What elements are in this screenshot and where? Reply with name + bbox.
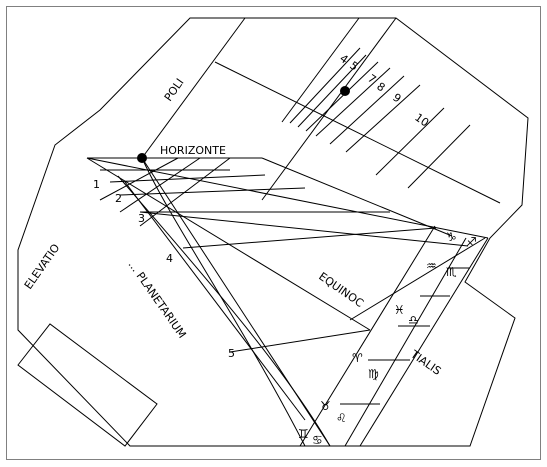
side-number: 5 <box>228 347 235 360</box>
gemini-sign: ♊ <box>298 427 309 441</box>
side-number: 4 <box>166 252 173 265</box>
cancer-sign: ♋ <box>312 433 323 447</box>
strip-edge-line <box>281 17 360 123</box>
side-number: 1 <box>93 178 100 191</box>
zodiac-columns <box>299 225 489 447</box>
pole-axis-line <box>141 17 246 159</box>
aries-sign: ♈ <box>352 351 363 365</box>
sagittarius-sign: ♐ <box>466 235 477 249</box>
horizonte-label: HORIZONTE <box>160 144 226 157</box>
hour-lines <box>289 47 471 189</box>
pisces-sign: ♓ <box>394 303 405 317</box>
pole-strip-line <box>214 61 501 204</box>
bottom-left-panel <box>17 323 158 447</box>
libra-sign: ♎ <box>408 313 419 327</box>
horizon-grid <box>86 157 489 447</box>
aquarius-sign: ♒ <box>426 259 437 273</box>
zodiac-signs: ♑ ♐ ♒ ♏ ♓ ♎ ♈ ♍ ♉ ♌ ♊ ♋ <box>298 230 477 447</box>
taurus-sign: ♉ <box>320 399 331 413</box>
outer-border <box>6 6 541 460</box>
cutout-outline <box>17 17 529 447</box>
side-number: 3 <box>138 212 145 225</box>
pole-dot <box>340 86 350 96</box>
virgo-sign: ♍ <box>368 367 379 381</box>
scorpio-sign: ♏ <box>446 265 457 279</box>
capricorn-sign: ♑ <box>446 230 457 244</box>
side-number: 2 <box>115 192 122 205</box>
leo-sign: ♌ <box>336 411 347 425</box>
